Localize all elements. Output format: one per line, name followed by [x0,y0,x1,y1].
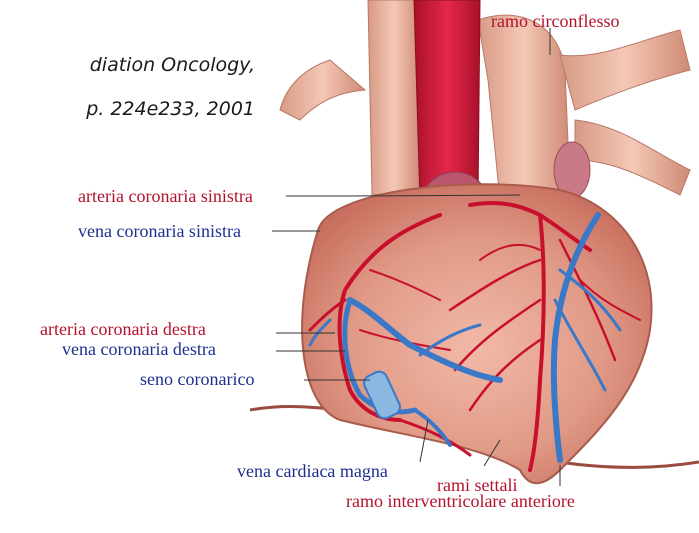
lower-left-branch [575,120,690,195]
label-arteria-coronaria-sinistra: arteria coronaria sinistra [78,187,253,205]
label-vena-cardiaca-magna: vena cardiaca magna [237,462,388,480]
label-vena-coronaria-destra: vena coronaria destra [62,340,216,358]
label-vena-coronaria-sinistra: vena coronaria sinistra [78,222,241,240]
left-branch [560,30,690,110]
label-arteria-coronaria-destra: arteria coronaria destra [40,320,206,338]
label-ramo-circonflesso: ramo circonflesso [491,12,619,30]
superior-vena-cava [368,0,420,195]
heart-body [302,184,651,483]
right-branch [280,60,365,120]
label-ramo-interventricolare-anteriore: ramo interventricolare anteriore [346,492,575,510]
label-seno-coronarico: seno coronarico [140,370,254,388]
